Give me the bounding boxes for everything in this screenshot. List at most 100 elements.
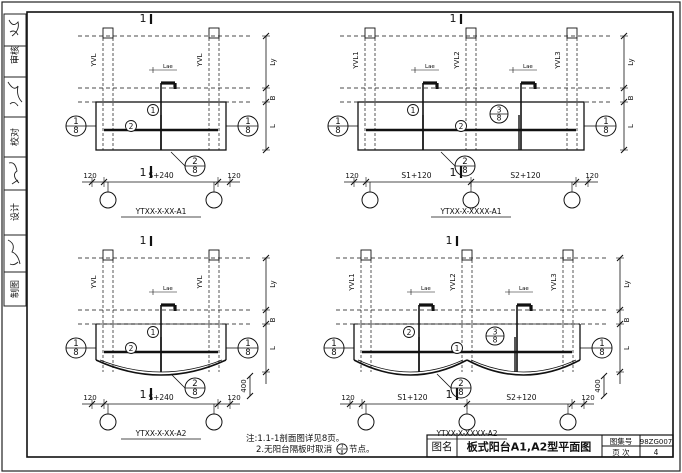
section-mark-top-label: 1 <box>450 12 457 25</box>
signature-1 <box>8 19 19 37</box>
detail-callout-right-top: 1 <box>599 339 604 349</box>
detail-callout-right-bottom: 8 <box>599 348 604 358</box>
detail-callout-left-bottom: 8 <box>73 348 78 358</box>
anchor-hook: Lae <box>411 64 439 150</box>
circle-tag: 2 <box>125 120 137 132</box>
detail-callout-left: 18 <box>65 115 87 137</box>
column-box <box>208 27 220 39</box>
dim-b: B <box>269 95 277 100</box>
dim-bottom-text: S+240 <box>148 393 174 402</box>
detail-callout-right-bottom: 8 <box>603 126 608 136</box>
detail-callout-bottom: 28 <box>184 155 206 177</box>
approval-strip: 审核 校对 设计 制图 <box>3 13 27 307</box>
axis-bubble <box>563 191 581 209</box>
circle-tag-text: 1 <box>455 344 460 353</box>
detail-callout-bottom: 28 <box>450 377 472 399</box>
detail-callout-mid-bottom: 8 <box>493 335 498 344</box>
drawing-notes: 注:1.1-1剖面图详见8页。 2.无阳台隔板时取消 3 8 节点。 <box>246 433 375 455</box>
section-mark-top-label: 1 <box>140 234 147 247</box>
detail-callout-left-bottom: 8 <box>331 348 336 358</box>
axis-bubble <box>99 413 117 431</box>
curved-edge-inner <box>357 359 464 373</box>
curved-edge <box>353 359 468 376</box>
detail-callout-bottom-bottom: 8 <box>192 166 197 176</box>
atlas-label: 图集号 <box>610 436 633 446</box>
dim-bottom-text: S2+120 <box>506 393 536 402</box>
title-name-label: 图名 <box>432 440 453 453</box>
dim-bottom-text: 120 <box>83 394 96 402</box>
plan-title: YTXX-X-XX-A1 <box>135 207 187 216</box>
column-label: YVL2 <box>449 273 457 291</box>
title-block: 图名 板式阳台A1,A2型平面图 图集号 98ZG007 页 次 4 <box>426 434 674 458</box>
detail-callout-mid-top: 3 <box>493 327 498 336</box>
dim-400: 400 <box>240 379 248 392</box>
dim-ly: Ly <box>623 280 631 287</box>
dim-bottom-text: S2+120 <box>510 171 540 180</box>
circle-tag-text: 2 <box>129 344 134 353</box>
dim-bottom-text: S1+120 <box>397 393 427 402</box>
dim-ly: Ly <box>269 280 277 287</box>
dim-b: B <box>627 95 635 100</box>
detail-callout-bottom-top: 2 <box>192 157 197 167</box>
column-box <box>102 27 114 39</box>
axis-bubble <box>205 191 223 209</box>
axis-bubble <box>205 413 223 431</box>
detail-callout-left-bottom: 8 <box>73 126 78 136</box>
signature-4 <box>7 239 21 266</box>
dim-bottom-text: 120 <box>581 394 594 402</box>
axis-bubble <box>361 191 379 209</box>
column-box <box>208 249 220 261</box>
svg-text:3: 3 <box>341 444 344 450</box>
dim-bottom-text: 120 <box>341 394 354 402</box>
circle-tag-text: 2 <box>459 122 464 131</box>
note-line-1: 注:1.1-1剖面图详见8页。 <box>246 433 344 444</box>
dim-bottom-text: 120 <box>227 172 240 180</box>
dim-bottom-text: S1+120 <box>401 171 431 180</box>
dim-l: L <box>623 346 631 350</box>
strip-label-check: 校对 <box>9 128 21 146</box>
dim-b: B <box>269 317 277 322</box>
column-box <box>562 249 574 261</box>
detail-callout-right: 18 <box>591 337 613 359</box>
circle-tag: 1 <box>451 342 463 354</box>
dim-l: L <box>269 346 277 350</box>
detail-callout-right-bottom: 8 <box>245 348 250 358</box>
drawing-title: 板式阳台A1,A2型平面图 <box>467 440 592 454</box>
column-label: YVL <box>90 53 98 67</box>
column-label: YVL1 <box>348 273 356 291</box>
dim-bottom-text: S+240 <box>148 171 174 180</box>
svg-text:8: 8 <box>341 449 344 455</box>
dim-b: B <box>623 317 631 322</box>
anchor-hook-label: Lae <box>163 64 173 70</box>
column-box <box>566 27 578 39</box>
detail-callout-left-top: 1 <box>73 117 78 127</box>
curved-edge-inner <box>470 359 577 373</box>
strip-label-review: 审核 <box>9 46 21 64</box>
detail-callout-left-bottom: 8 <box>335 126 340 136</box>
anchor-hook: Lae <box>149 64 177 150</box>
detail-callout-mid-bottom: 8 <box>497 113 502 122</box>
detail-callout-right-top: 1 <box>245 339 250 349</box>
detail-callout-left-top: 1 <box>73 339 78 349</box>
curved-edge <box>95 359 227 376</box>
circle-tag: 2 <box>125 342 137 354</box>
drawing-frame <box>26 11 674 458</box>
note-detail-tag: 3 8 <box>336 443 348 455</box>
plan-title: YTXX-X-XX-A2 <box>135 429 187 438</box>
column-label: YVL2 <box>453 51 461 69</box>
section-mark-bottom-label: 1 <box>140 388 147 401</box>
circle-tag-text: 1 <box>151 106 156 115</box>
anchor-hook: Lae <box>509 64 537 150</box>
section-mark-bottom-label: 1 <box>446 388 453 401</box>
page-label: 页 次 <box>612 447 630 457</box>
strip-label-draw: 制图 <box>9 280 21 298</box>
plan-title: YTXX-X-XXXX-A1 <box>439 207 501 216</box>
section-mark-top-label: 1 <box>446 234 453 247</box>
dim-ly: Ly <box>627 58 635 65</box>
column-label: YVL <box>196 275 204 289</box>
dim-bottom-text: 120 <box>585 172 598 180</box>
circle-tag-text: 2 <box>129 122 134 131</box>
